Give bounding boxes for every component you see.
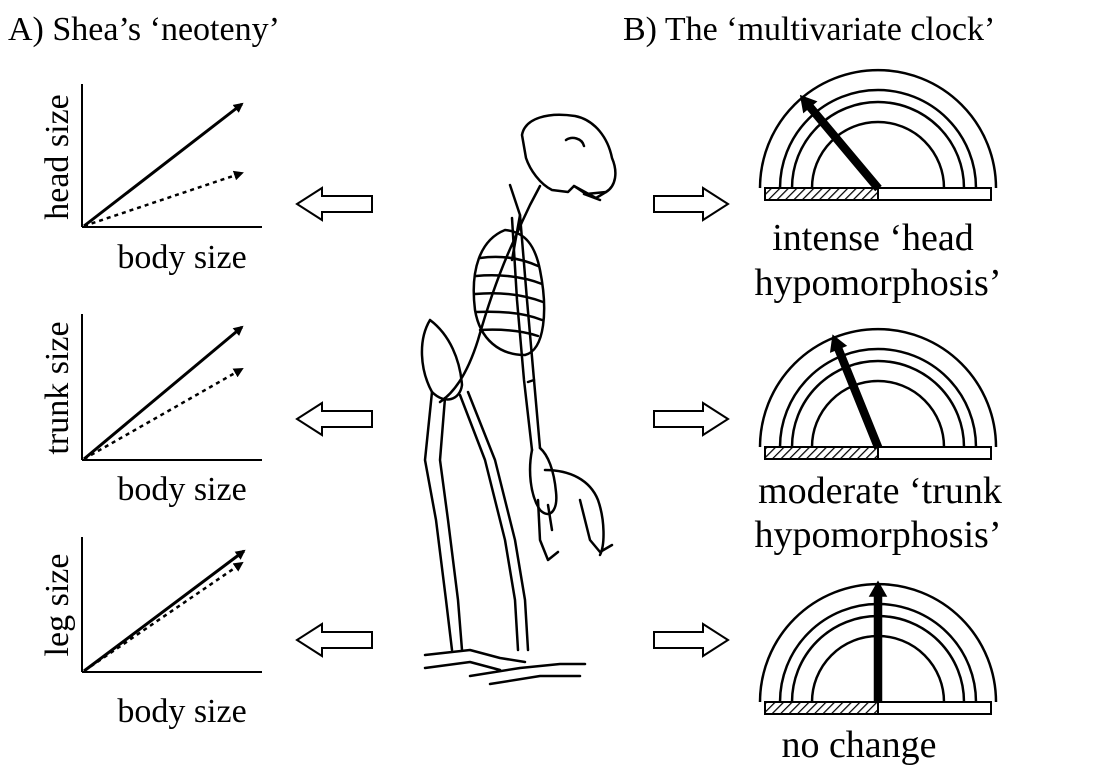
hollow-arrow-left-icon — [297, 403, 372, 435]
plot-leg-size: leg size body size — [39, 537, 262, 730]
clock-label-line2: hypomorphosis’ — [755, 514, 1002, 556]
clock-trunk — [760, 329, 996, 459]
y-axis-label: trunk size — [39, 321, 76, 454]
clock-dial — [760, 70, 996, 200]
x-axis-label: body size — [117, 471, 246, 508]
clock-label-line2: hypomorphosis’ — [755, 262, 1002, 304]
dial-base-plain — [878, 702, 991, 714]
hollow-arrow-right-icon — [654, 188, 728, 220]
x-axis-label: body size — [117, 239, 246, 276]
clock-label-line1: no change — [781, 724, 936, 765]
plot-trunk-size: trunk size body size — [39, 314, 262, 508]
dial-base-plain — [878, 447, 991, 459]
clock-label-line1: moderate ‘trunk — [758, 470, 1002, 512]
chimpanzee-skeleton-icon — [422, 115, 615, 684]
dial-outer-arc — [760, 329, 996, 447]
clock-no-change — [760, 582, 996, 714]
panel-b-title: B) The ‘multivariate clock’ — [623, 11, 995, 48]
trend-line-dotted — [84, 369, 242, 459]
trend-line-solid — [84, 551, 244, 671]
trend-line-solid — [84, 327, 242, 459]
clock-head — [760, 70, 996, 200]
x-axis-label: body size — [117, 693, 246, 730]
hollow-arrow-left-icon — [297, 624, 372, 656]
dial-base-hatched — [765, 188, 878, 200]
trend-line-dotted — [84, 173, 242, 226]
y-axis-label: head size — [39, 94, 76, 220]
y-axis-label: leg size — [39, 554, 76, 657]
panel-a-title: A) Shea’s ‘neoteny’ — [8, 11, 280, 48]
trend-line-solid — [84, 104, 242, 226]
clock-label-line1: intense ‘head — [772, 217, 974, 259]
dial-base-plain — [878, 188, 991, 200]
dial-base-hatched — [765, 702, 878, 714]
dial-outer-arc — [760, 70, 996, 188]
hollow-arrow-right-icon — [654, 403, 728, 435]
plot-head-size: head size body size — [39, 84, 262, 276]
hollow-arrow-left-icon — [297, 188, 372, 220]
dial-base-hatched — [765, 447, 878, 459]
hollow-arrow-right-icon — [654, 624, 728, 656]
